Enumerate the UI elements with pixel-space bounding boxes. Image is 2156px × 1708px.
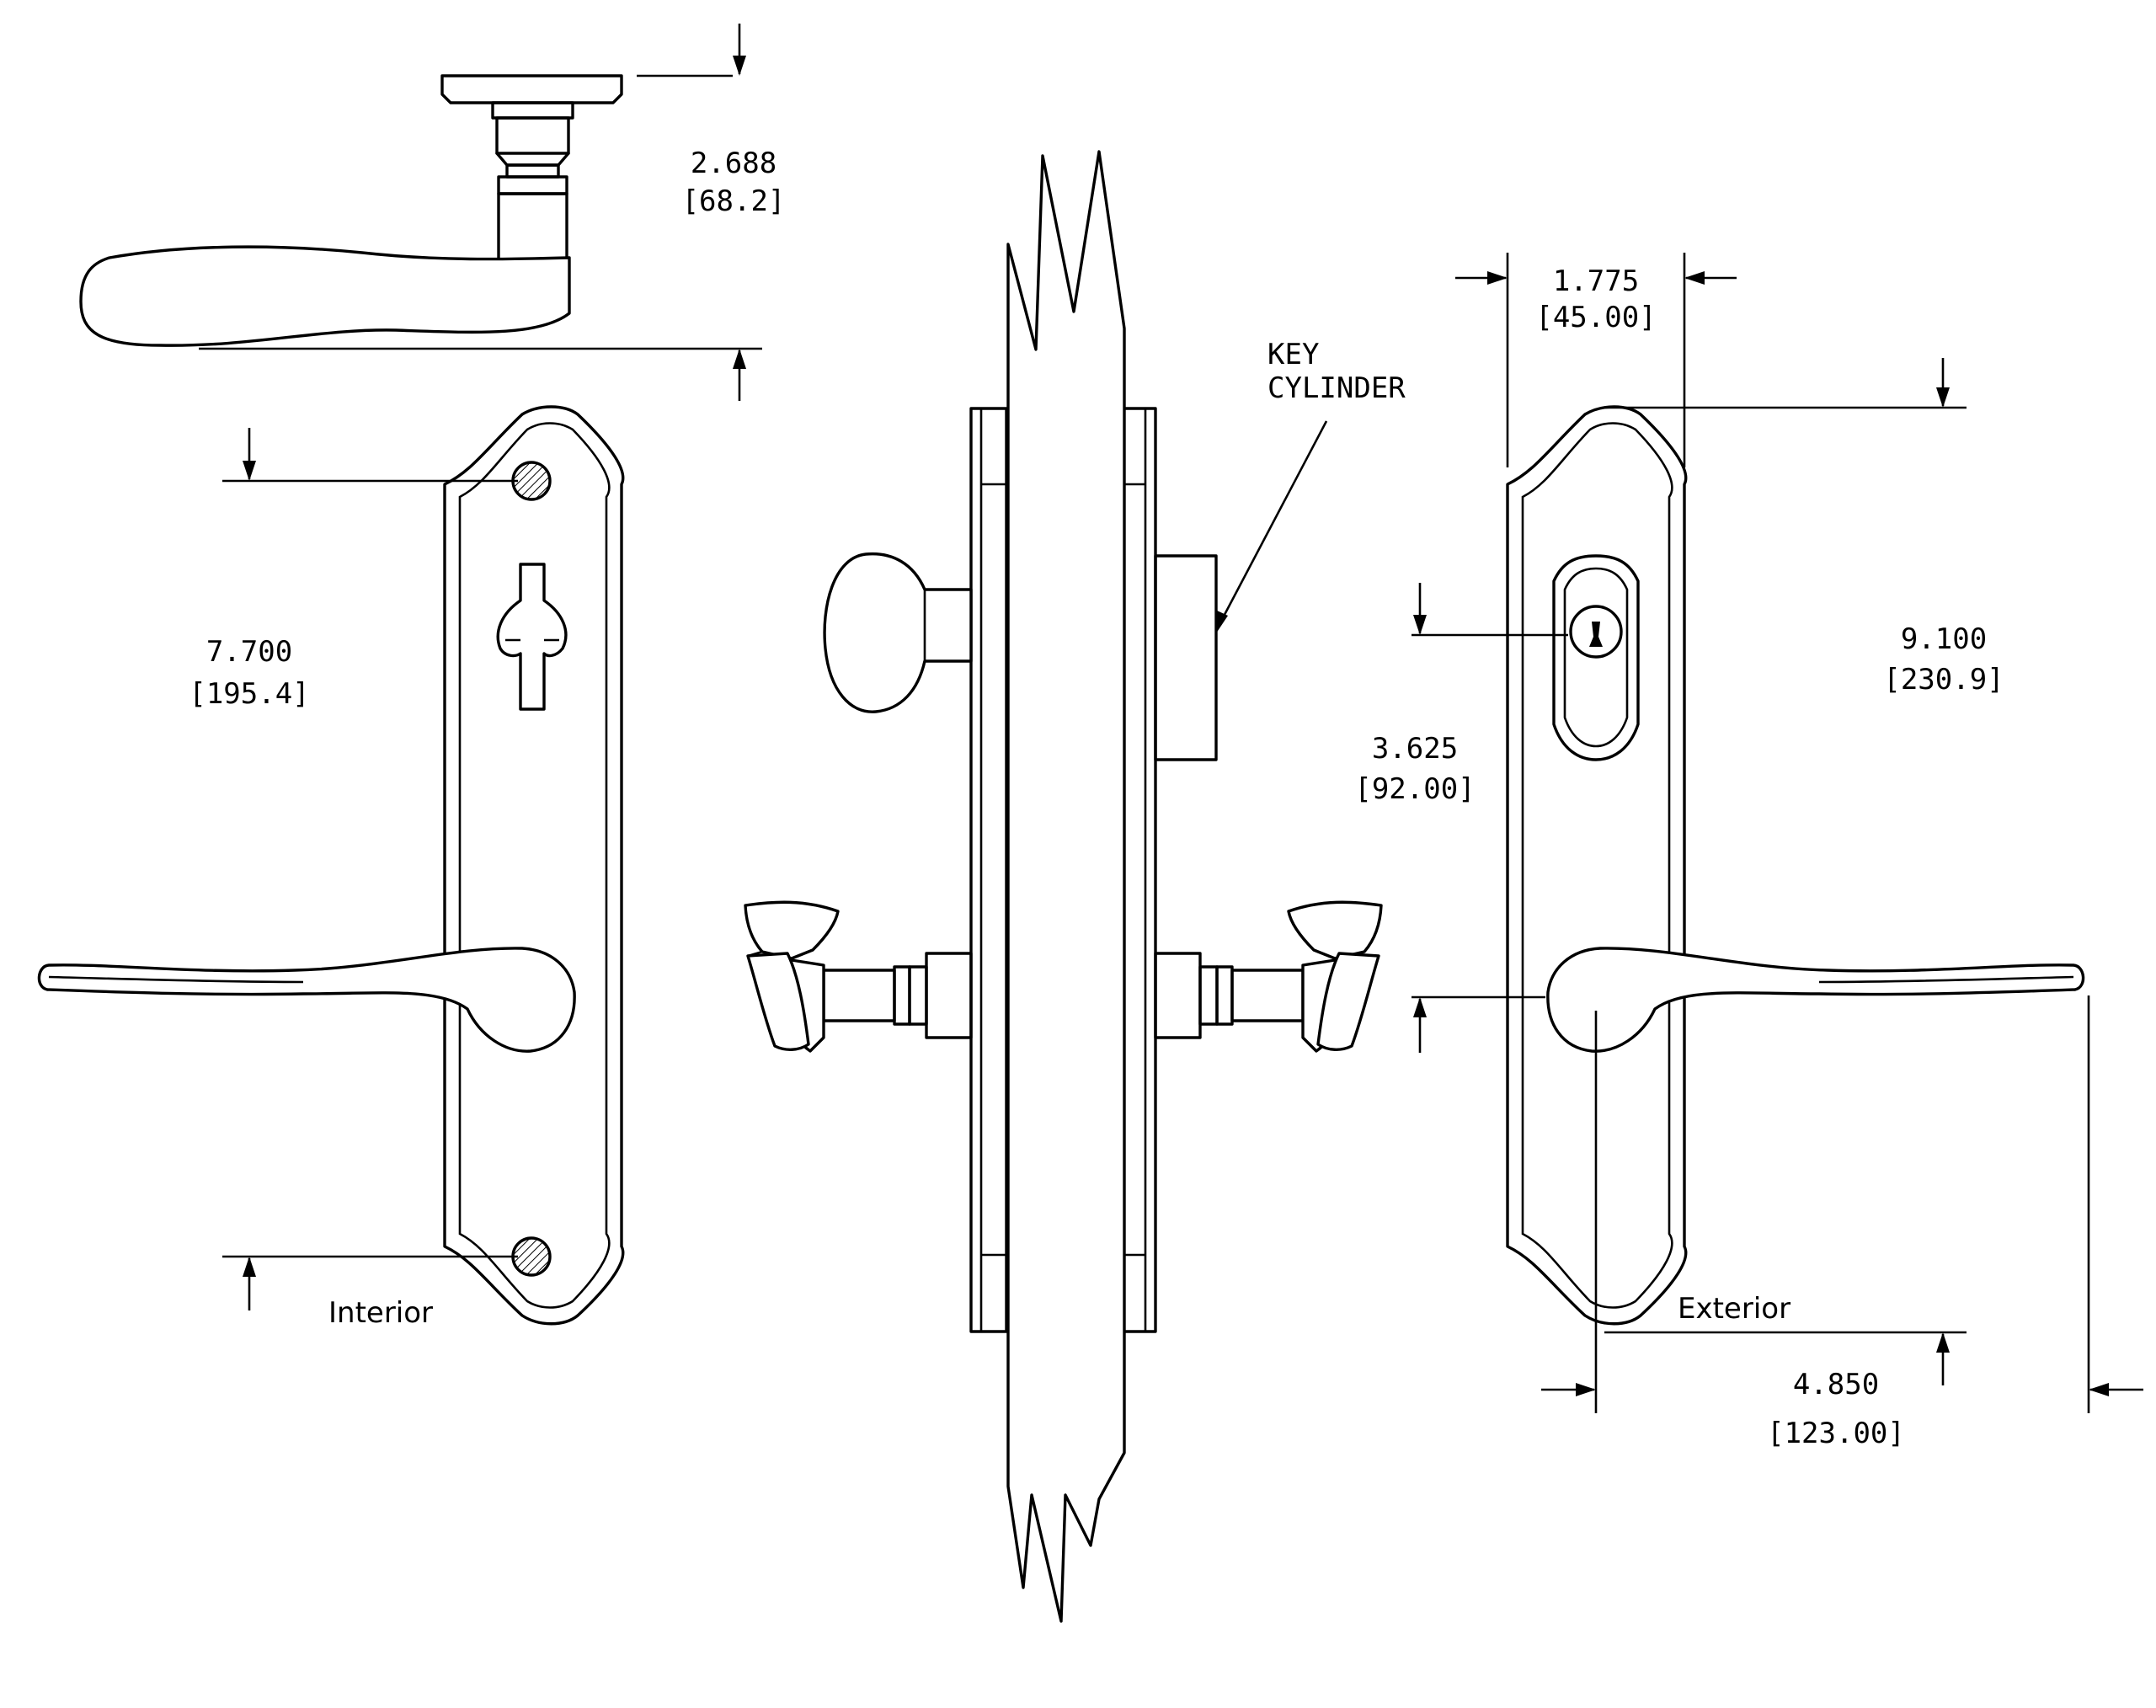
screw-spacing-mm: [195.4] <box>189 677 309 711</box>
keyhole-icon <box>1552 554 1640 761</box>
exterior-label: Exterior <box>1678 1292 1790 1326</box>
key-cylinder-label-line1: KEY <box>1267 338 1319 371</box>
interior-label: Interior <box>328 1296 433 1330</box>
cylinder-to-lever-mm: [92.00] <box>1354 772 1475 806</box>
door-section-view: KEY CYLINDER <box>744 150 1406 1623</box>
lever-projection-mm: [68.2] <box>682 184 786 218</box>
interior-plate: 7.700 [195.4] Interior <box>37 405 625 1330</box>
plate-width-dim: 1.775 <box>1553 264 1639 298</box>
exterior-lever-side <box>1154 900 1383 1053</box>
lever-length-mm: [123.00] <box>1767 1417 1905 1450</box>
plate-width-mm: [45.00] <box>1535 301 1656 334</box>
cylinder-to-lever-dim: 3.625 <box>1372 732 1458 766</box>
top-screw-icon <box>511 461 552 501</box>
interior-lever-side <box>744 900 973 1053</box>
plate-height-dim: 9.100 <box>1901 622 1987 656</box>
lever-length-dim: 4.850 <box>1793 1368 1879 1401</box>
screw-spacing-dim: 7.700 <box>206 635 292 669</box>
plate-height-mm: [230.9] <box>1883 663 2004 697</box>
exterior-plate: 1.775 [45.00] 9.100 [230.9] 3.625 [92.00… <box>1354 253 2143 1450</box>
bottom-screw-icon <box>511 1236 552 1277</box>
lever-projection-dim: 2.688 <box>691 147 776 180</box>
thumbturn-icon <box>496 563 568 711</box>
key-cylinder-label-line2: CYLINDER <box>1267 371 1406 405</box>
lever-top-view: 2.688 [68.2] <box>79 24 786 401</box>
